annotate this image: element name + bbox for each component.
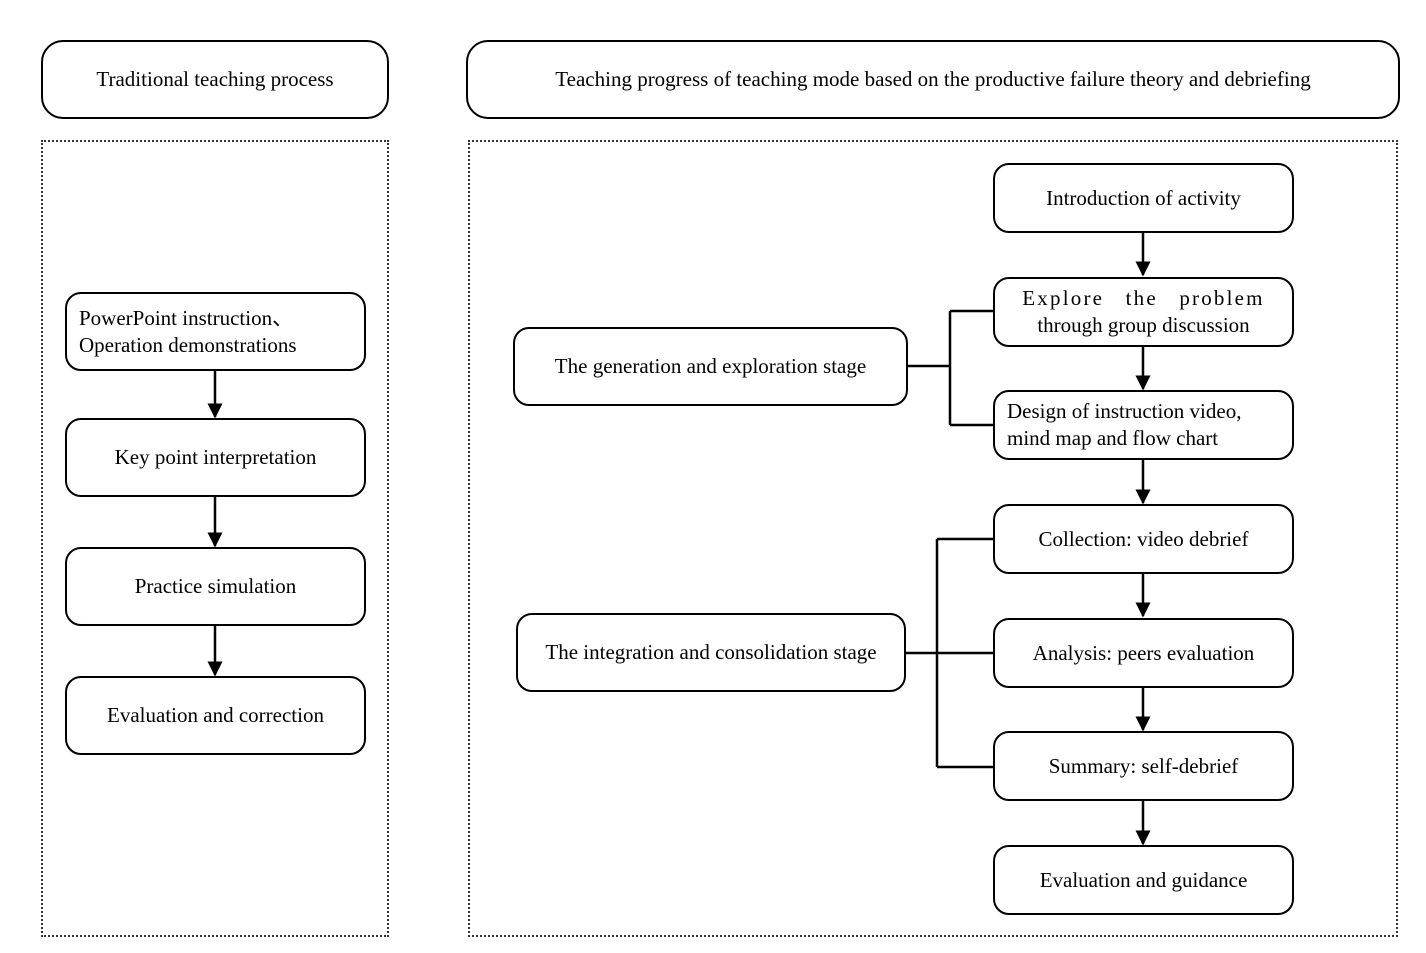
right-step-design-instruction-video: Design of instruction video, mind map an… (993, 390, 1294, 460)
traditional-process-header: Traditional teaching process (41, 40, 389, 119)
left-step-key-point-interpretation: Key point interpretation (65, 418, 366, 497)
right-step-collection-video-debrief: Collection: video debrief (993, 504, 1294, 574)
right-step-6-label: Summary: self-debrief (1048, 753, 1239, 778)
right-step-introduction-of-activity: Introduction of activity (993, 163, 1294, 233)
productive-failure-header: Teaching progress of teaching mode based… (466, 40, 1400, 119)
traditional-process-panel (41, 140, 389, 937)
productive-failure-panel (468, 140, 1398, 937)
stage-integration-consolidation-label: The integration and consolidation stage (545, 640, 877, 664)
right-step-5-label: Analysis: peers evaluation (1032, 640, 1255, 665)
right-step-2-line-1: Explore the problem (1022, 286, 1265, 310)
right-step-7-label: Evaluation and guidance (1039, 867, 1248, 892)
right-step-3-line-2: mind map and flow chart (1007, 426, 1219, 450)
left-step-evaluation-correction: Evaluation and correction (65, 676, 366, 755)
right-step-explore-problem: Explore the problem through group discus… (993, 277, 1294, 347)
right-step-4-label: Collection: video debrief (1038, 526, 1249, 551)
right-step-2-line-2: through group discussion (1037, 313, 1250, 337)
left-step-4-label: Evaluation and correction (107, 703, 324, 727)
right-step-analysis-peers-evaluation: Analysis: peers evaluation (993, 618, 1294, 688)
left-step-3-label: Practice simulation (134, 574, 297, 598)
stage-generation-exploration-label: The generation and exploration stage (554, 354, 867, 378)
stage-generation-exploration: The generation and exploration stage (513, 327, 908, 406)
traditional-process-header-label: Traditional teaching process (96, 67, 334, 91)
stage-integration-consolidation: The integration and consolidation stage (516, 613, 906, 692)
left-step-1-line-2: Operation demonstrations (79, 332, 297, 357)
productive-failure-header-label: Teaching progress of teaching mode based… (555, 67, 1311, 91)
left-step-practice-simulation: Practice simulation (65, 547, 366, 626)
left-step-1-line-1: PowerPoint instruction、 (79, 305, 294, 330)
left-step-powerpoint-instruction: PowerPoint instruction、 Operation demons… (65, 292, 366, 371)
right-step-evaluation-guidance: Evaluation and guidance (993, 845, 1294, 915)
left-step-2-label: Key point interpretation (114, 445, 317, 469)
right-step-summary-self-debrief: Summary: self-debrief (993, 731, 1294, 801)
right-step-1-label: Introduction of activity (1046, 185, 1241, 210)
right-step-3-line-1: Design of instruction video, (1007, 399, 1242, 423)
